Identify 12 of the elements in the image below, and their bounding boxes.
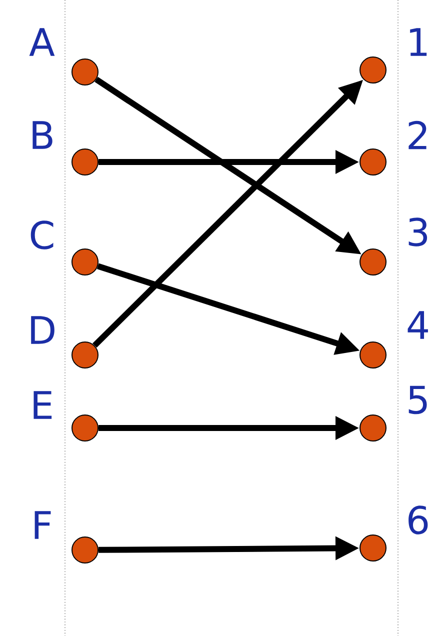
- letter-label: C: [30, 220, 54, 250]
- letter-label: A: [29, 28, 55, 56]
- letter-label: 5: [408, 386, 427, 414]
- letter-label: 2: [408, 120, 426, 150]
- letter-label: 6: [408, 506, 428, 534]
- letter-label: F: [34, 511, 51, 539]
- letter-label: B: [32, 121, 52, 149]
- letter-label: 4: [408, 311, 428, 339]
- letter-label: 1: [410, 28, 427, 56]
- letter-label: E: [34, 391, 52, 419]
- letter-label: 3: [408, 218, 428, 246]
- letter-label: D: [31, 316, 54, 344]
